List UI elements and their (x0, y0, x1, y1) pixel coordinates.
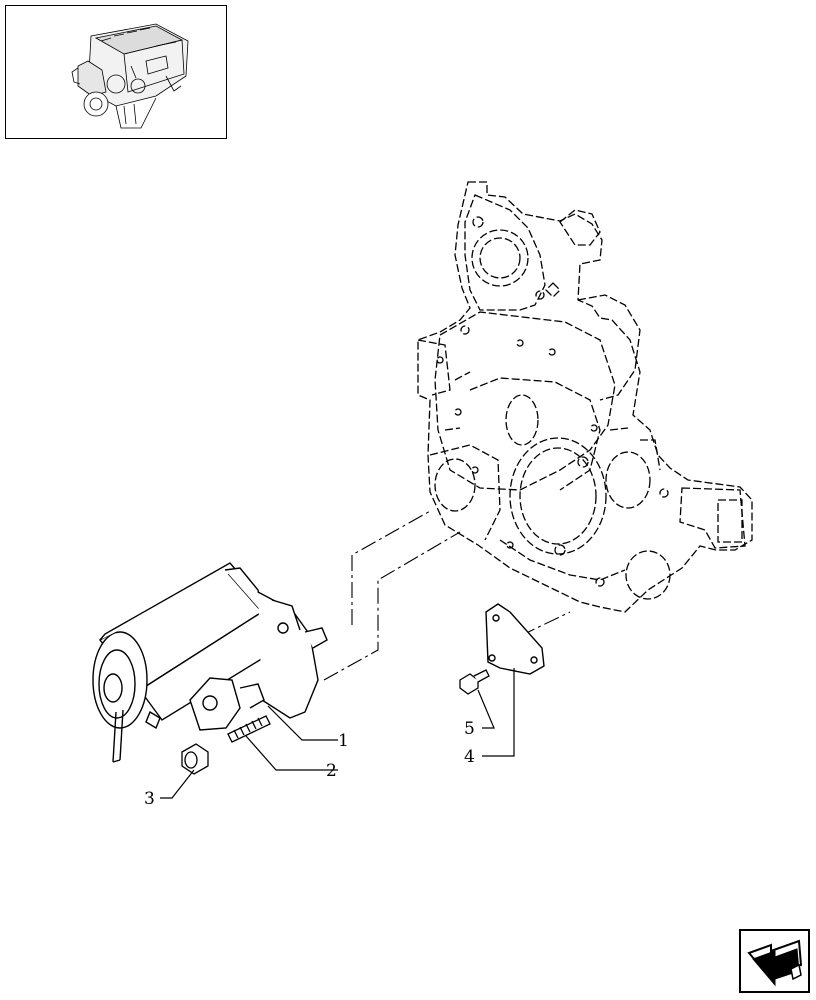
callout-3: 3 (144, 789, 155, 809)
flange-bolt (459, 669, 490, 695)
leader-lines (160, 668, 515, 799)
gear-housing (417, 181, 753, 613)
next-page-arrow-icon (747, 939, 803, 987)
callout-4: 4 (464, 747, 475, 767)
engine-thumbnail (5, 5, 227, 139)
callout-5: 5 (464, 719, 475, 739)
callout-1: 1 (338, 731, 349, 751)
cover-plate (485, 603, 545, 675)
callout-2: 2 (326, 761, 337, 781)
engine-thumbnail-icon (71, 23, 189, 129)
next-page-button[interactable] (739, 929, 810, 993)
hex-nut (181, 743, 209, 775)
starter-motor (92, 562, 328, 763)
stud-bolt (227, 715, 271, 743)
